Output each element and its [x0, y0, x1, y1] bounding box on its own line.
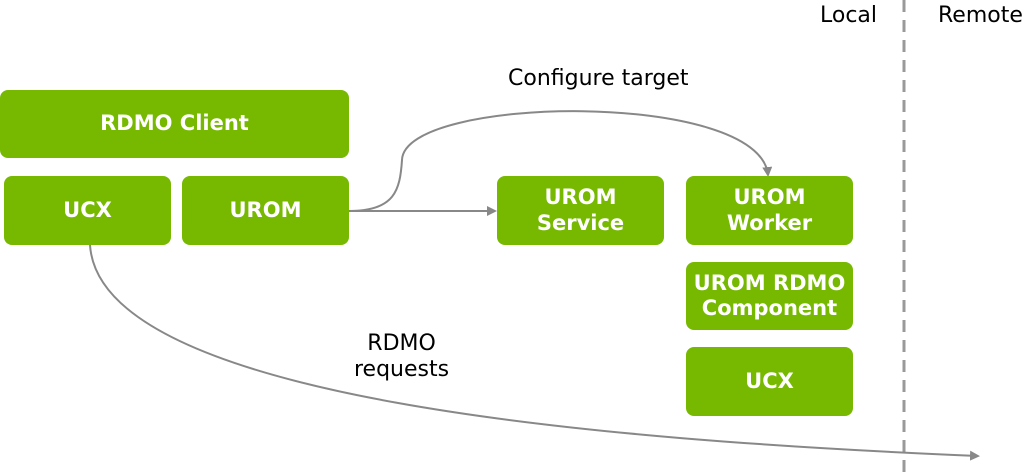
- configure-target-arrow: [348, 110, 773, 212]
- local-ucx-box: UCX: [4, 176, 171, 245]
- rdmo-requests-arrow: [89, 244, 980, 461]
- remote-zone-label: Remote: [938, 3, 1023, 28]
- local-zone-label: Local: [820, 3, 878, 28]
- remote-ucx-box: UCX: [686, 347, 853, 416]
- urom-service-box: UROM Service: [497, 176, 664, 245]
- configure-target-label: Configure target: [508, 66, 689, 91]
- urom-rdmo-component-box: UROM RDMO Component: [686, 262, 853, 330]
- urom-worker-box: UROM Worker: [686, 176, 853, 245]
- local-urom-box: UROM: [182, 176, 349, 245]
- rdmo-requests-label: RDMO requests: [354, 331, 450, 383]
- rdmo-client-box: RDMO Client: [0, 90, 349, 158]
